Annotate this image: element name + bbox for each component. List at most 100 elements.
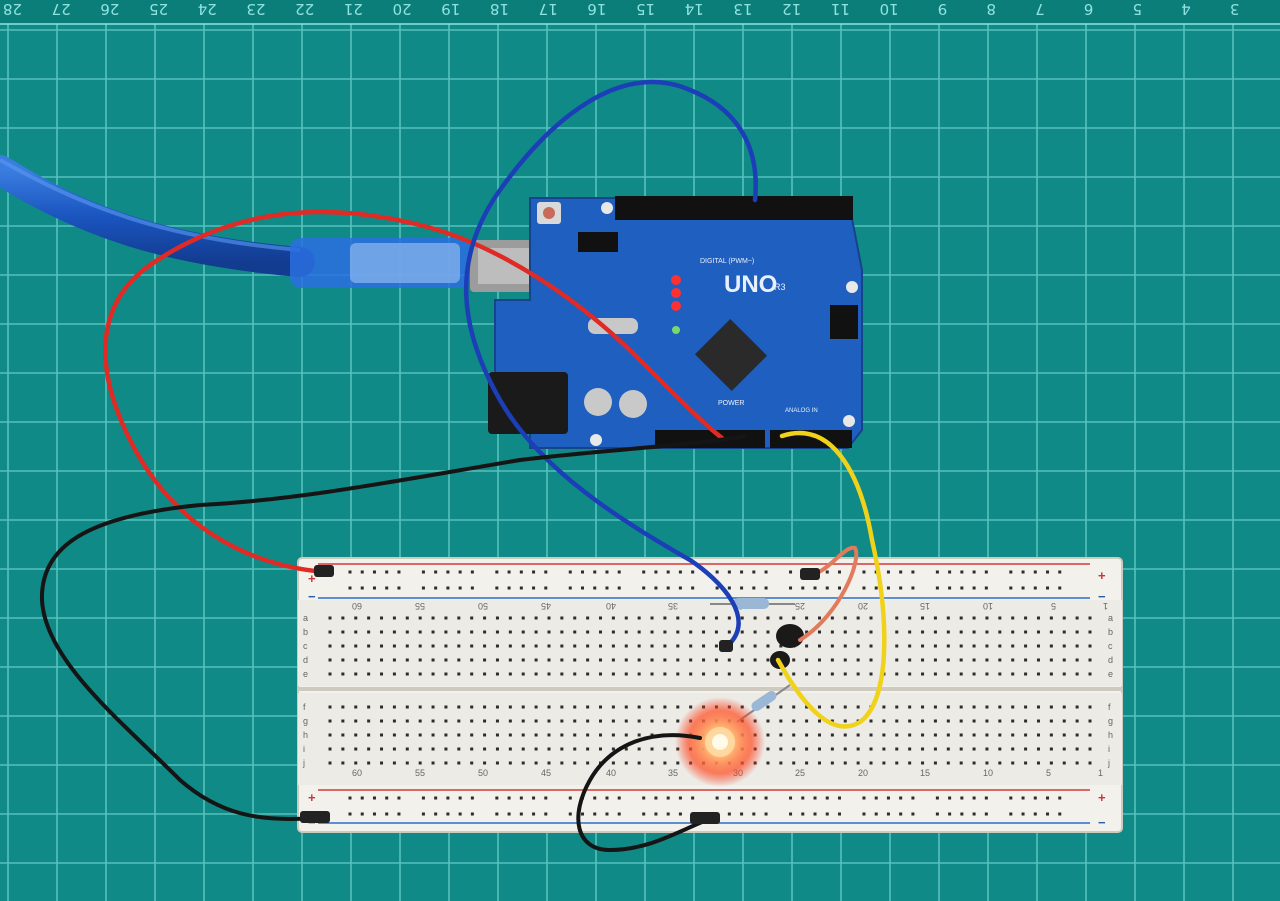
breadboard-hole xyxy=(593,796,597,800)
breadboard-hole xyxy=(348,586,352,590)
breadboard-hole xyxy=(1024,616,1028,620)
breadboard-hole xyxy=(817,630,821,634)
breadboard-hole xyxy=(830,719,834,723)
breadboard-hole xyxy=(1024,644,1028,648)
breadboard-hole xyxy=(495,719,499,723)
breadboard-hole xyxy=(560,761,564,765)
breadboard-hole xyxy=(586,630,590,634)
breadboard-hole xyxy=(470,761,474,765)
breadboard-hole xyxy=(935,796,939,800)
breadboard-hole xyxy=(341,644,345,648)
breadboard-hole xyxy=(935,812,939,816)
breadboard-hole xyxy=(1049,761,1053,765)
breadboard-hole xyxy=(715,586,719,590)
breadboard-hole xyxy=(740,630,744,634)
breadboard-hole xyxy=(1062,672,1066,676)
breadboard-hole xyxy=(405,705,409,709)
breadboard-hole xyxy=(843,705,847,709)
breadboard-hole xyxy=(895,733,899,737)
breadboard-hole xyxy=(663,672,667,676)
breadboard-hole xyxy=(1024,658,1028,662)
breadboard-hole xyxy=(921,672,925,676)
breadboard-hole xyxy=(740,570,744,574)
row-letter: j xyxy=(1107,758,1110,768)
breadboard-hole xyxy=(895,747,899,751)
breadboard-hole xyxy=(519,586,523,590)
breadboard-hole xyxy=(886,796,890,800)
breadboard-hole xyxy=(830,761,834,765)
breadboard-hole xyxy=(933,747,937,751)
breadboard-hole xyxy=(392,644,396,648)
breadboard-hole xyxy=(727,812,731,816)
breadboard-hole xyxy=(392,672,396,676)
breadboard-hole xyxy=(544,570,548,574)
breadboard-hole xyxy=(882,733,886,737)
breadboard-hole xyxy=(405,644,409,648)
breadboard-hole xyxy=(825,570,829,574)
breadboard-hole xyxy=(1011,733,1015,737)
breadboard-hole xyxy=(534,672,538,676)
breadboard-hole xyxy=(470,658,474,662)
breadboard-hole xyxy=(605,812,609,816)
breadboard-hole xyxy=(740,812,744,816)
breadboard-hole xyxy=(367,630,371,634)
breadboard-hole xyxy=(933,733,937,737)
breadboard-hole xyxy=(972,719,976,723)
breadboard-hole xyxy=(372,812,376,816)
breadboard-hole xyxy=(740,616,744,620)
breadboard-hole xyxy=(817,644,821,648)
mount-hole xyxy=(843,415,855,427)
breadboard-hole xyxy=(341,705,345,709)
breadboard-hole xyxy=(507,812,511,816)
column-number: 10 xyxy=(983,601,993,611)
breadboard-hole xyxy=(367,719,371,723)
ruler-number: 9 xyxy=(938,0,948,18)
breadboard-hole xyxy=(792,719,796,723)
breadboard-hole xyxy=(547,630,551,634)
breadboard-hole xyxy=(495,812,499,816)
breadboard-hole xyxy=(617,586,621,590)
breadboard-hole xyxy=(882,761,886,765)
breadboard-hole xyxy=(392,630,396,634)
breadboard-hole xyxy=(328,761,332,765)
breadboard-hole xyxy=(354,719,358,723)
breadboard-hole xyxy=(1011,719,1015,723)
column-number: 5 xyxy=(1046,768,1051,778)
breadboard-hole xyxy=(843,672,847,676)
breadboard-hole xyxy=(830,672,834,676)
board-led xyxy=(671,288,681,298)
breadboard-hole xyxy=(637,672,641,676)
breadboard-hole xyxy=(431,644,435,648)
breadboard-hole xyxy=(532,796,536,800)
breadboard-hole xyxy=(830,616,834,620)
column-number: 1 xyxy=(1103,601,1108,611)
capacitor xyxy=(584,388,612,416)
breadboard-hole xyxy=(895,630,899,634)
breadboard-hole xyxy=(792,616,796,620)
breadboard-hole xyxy=(666,586,670,590)
breadboard-hole xyxy=(779,616,783,620)
breadboard-hole xyxy=(392,747,396,751)
breadboard-hole xyxy=(507,796,511,800)
breadboard-hole xyxy=(869,672,873,676)
column-number: 20 xyxy=(858,601,868,611)
breadboard-hole xyxy=(689,644,693,648)
row-letter: g xyxy=(1108,716,1113,726)
breadboard-hole xyxy=(689,672,693,676)
breadboard-hole xyxy=(856,747,860,751)
breadboard-hole xyxy=(946,616,950,620)
breadboard-hole xyxy=(779,761,783,765)
breadboard-hole xyxy=(948,570,952,574)
breadboard-hole xyxy=(830,733,834,737)
breadboard-hole xyxy=(458,586,462,590)
breadboard-hole xyxy=(959,658,963,662)
breadboard-hole xyxy=(1088,705,1092,709)
breadboard-hole xyxy=(1088,616,1092,620)
breadboard-hole xyxy=(663,705,667,709)
breadboard-hole xyxy=(856,630,860,634)
breadboard-hole xyxy=(727,658,731,662)
breadboard-hole xyxy=(431,705,435,709)
row-letter: c xyxy=(303,641,308,651)
breadboard-hole xyxy=(895,672,899,676)
breadboard-hole xyxy=(1036,658,1040,662)
